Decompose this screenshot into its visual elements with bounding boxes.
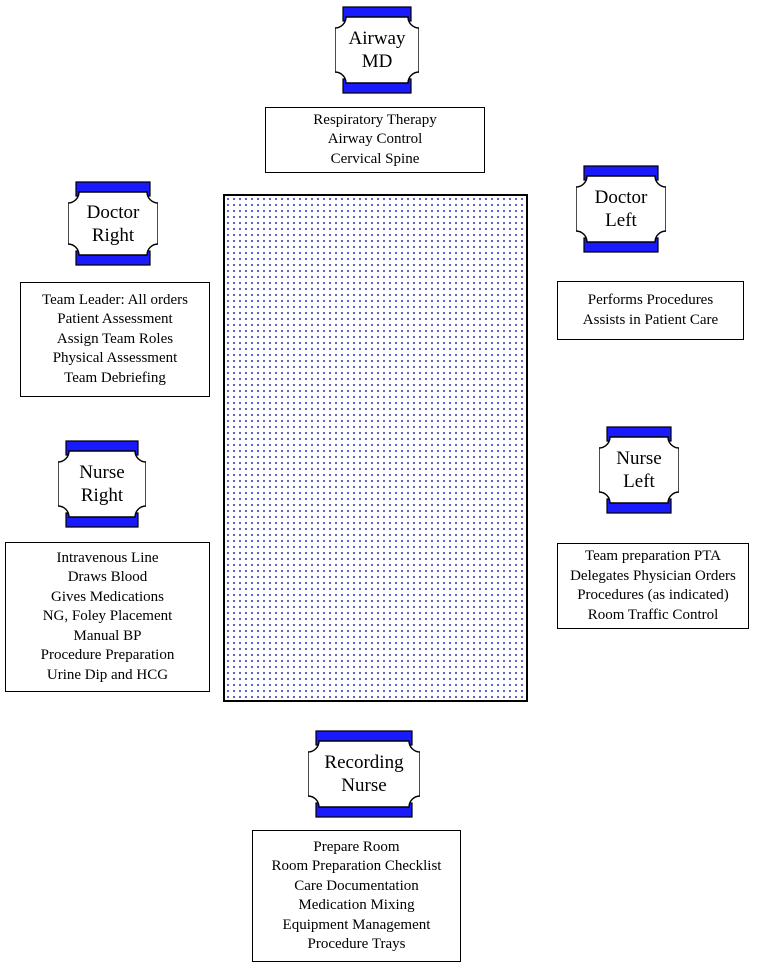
duty-item: NG, Foley Placement (42, 608, 173, 625)
duty-item: Procedures (as indicated) (577, 587, 729, 603)
duty-item: Manual BP (73, 627, 142, 644)
role-badge-shape (576, 165, 666, 253)
badge-panel (308, 740, 420, 808)
role-title-line1: Recording (324, 752, 404, 773)
duty-item: Equipment Management (282, 916, 431, 933)
role-badge-airway-md: Airway MD (335, 6, 419, 94)
role-title-line2: MD (361, 51, 393, 72)
duty-item: Team Debriefing (64, 369, 166, 386)
patient-bed (223, 194, 528, 702)
role-title-line2: Right (80, 485, 124, 506)
role-title-line1: Doctor (594, 187, 648, 208)
role-badge-shape (335, 6, 419, 94)
duty-item: Procedure Preparation (40, 647, 175, 664)
duty-item: Physical Assessment (52, 350, 178, 367)
duty-item: Assign Team Roles (56, 330, 174, 347)
role-title-line2: Right (91, 224, 135, 246)
duty-item: Gives Medications (51, 588, 164, 605)
badge-panel (58, 450, 146, 518)
badge-panel (599, 436, 679, 504)
duty-item: Care Documentation (294, 877, 419, 894)
duty-item: Respiratory Therapy (313, 111, 437, 128)
role-badge-shape (308, 730, 420, 818)
duty-item: Airway Control (327, 131, 423, 148)
duty-item: Delegates Physician Orders (570, 567, 736, 584)
role-title-line2: Left (605, 210, 637, 231)
role-badge-doctor-right: Doctor Right (68, 181, 158, 266)
role-title-line1: Airway (348, 28, 406, 49)
role-title-line1: Nurse (616, 448, 662, 469)
duty-item: Patient Assessment (57, 311, 173, 328)
duty-item: Intravenous Line (56, 549, 159, 566)
duty-item: Prepare Room (313, 838, 400, 855)
role-title-line2: Nurse (341, 775, 387, 796)
role-badge-nurse-left: Nurse Left (599, 426, 679, 514)
duty-item: Draws Blood (67, 569, 148, 586)
role-title-line1: Doctor (86, 201, 140, 223)
duty-item: Team preparation PTA (584, 548, 722, 564)
badge-panel (335, 16, 419, 84)
role-badge-shape (68, 181, 158, 266)
role-badge-nurse-right: Nurse Right (58, 440, 146, 528)
duties-box-nurse-left: Team preparation PTA Delegates Physician … (557, 543, 749, 629)
badge-panel (576, 175, 666, 243)
badge-panel (68, 191, 158, 256)
duty-item: Team Leader: All orders (42, 291, 188, 308)
role-title-line2: Left (623, 471, 655, 492)
duty-item: Procedure Trays (307, 936, 406, 952)
duty-item: Assists in Patient Care (582, 311, 719, 328)
role-title-line1: Nurse (79, 462, 125, 483)
duty-item: Room Traffic Control (587, 606, 719, 623)
duty-item: Medication Mixing (298, 897, 415, 913)
duty-item: Performs Procedures (587, 292, 714, 308)
duty-item: Urine Dip and HCG (46, 666, 169, 683)
duty-item: Cervical Spine (330, 150, 420, 167)
duty-item: Room Preparation Checklist (271, 858, 442, 874)
role-badge-doctor-left: Doctor Left (576, 165, 666, 253)
role-badge-shape (58, 440, 146, 528)
role-badge-recording-nurse: Recording Nurse (308, 730, 420, 818)
role-badge-shape (599, 426, 679, 514)
